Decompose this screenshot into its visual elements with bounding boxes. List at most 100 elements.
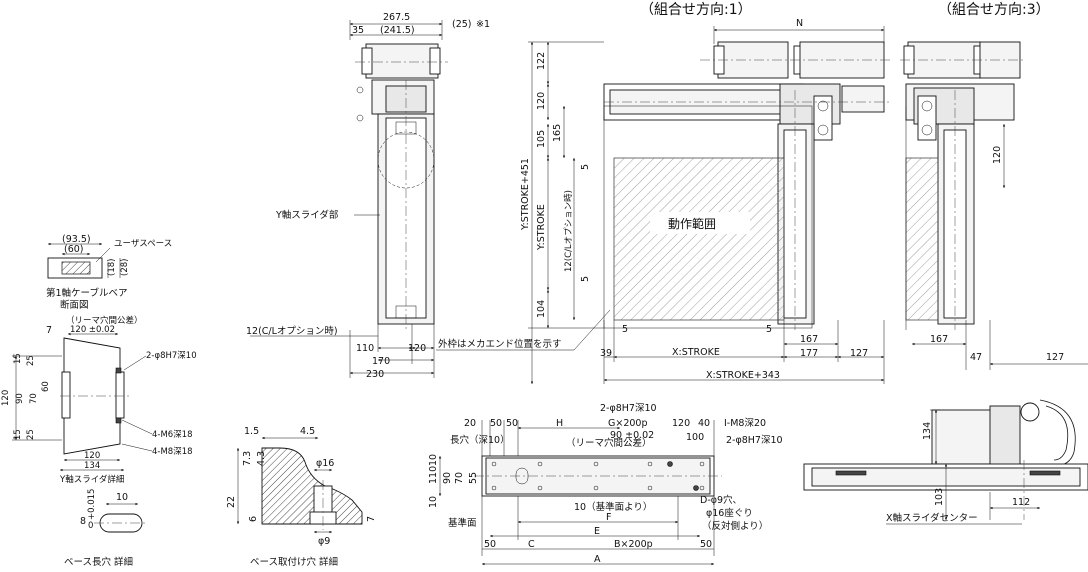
y-stroke-451: Y:STROKE+451: [520, 158, 531, 231]
plan-pin-top: 2-φ8H7深10: [600, 403, 657, 414]
y-stroke: Y:STROKE: [536, 204, 547, 251]
dim-122: 122: [536, 52, 547, 70]
base-mount-detail: 1.5 4.5 7.3 4.3 φ16 22 6 7 φ9 ベース取付け穴 詳細: [226, 426, 377, 568]
right-dim-127: 127: [1046, 352, 1064, 363]
plan-base-ref: 基準面: [448, 517, 477, 529]
y-slider-detail: （リーマ穴間公差） 7 120 ±0.02 15 25 120 90 70 60…: [1, 315, 197, 485]
dim-105: 105: [536, 130, 547, 148]
dim-120: 120: [408, 343, 426, 354]
end-dim-103: 103: [934, 488, 945, 506]
user-space-label: ユーザスペース: [114, 239, 172, 249]
motion-range-area: [613, 157, 785, 321]
ys-dim-120: 120: [1, 390, 11, 406]
mount-dim-22: 22: [226, 496, 237, 508]
plan-dim-50d: 50: [700, 539, 712, 550]
ys-dim-134: 134: [84, 461, 100, 471]
mount-dim-7: 7: [366, 516, 377, 522]
y-slider-part-label: Y軸スライダ部: [275, 209, 338, 221]
side-view: 267.5 (241.5) (25) ※1 35 110 120 170 230: [246, 12, 490, 380]
plan-B: B×200p: [614, 539, 653, 550]
dim-N: N: [796, 18, 803, 29]
plan-C: C: [528, 539, 535, 550]
plan-back: （反対側より）: [702, 520, 768, 532]
combo1-title: （組合せ方向:1）: [640, 2, 752, 18]
plan-dim-50c: 50: [484, 539, 496, 550]
ys-dim-25a: 25: [26, 355, 36, 366]
plan-dim-50b: 50: [506, 418, 518, 429]
cable-dim-93-5: (93.5): [62, 234, 91, 245]
ys-m6: 4-M6深18: [152, 430, 193, 440]
cable-title-1: 第1軸ケーブルベア: [46, 287, 127, 299]
ream-tol-label: （リーマ穴間公差）: [66, 315, 143, 326]
slot-tol0: 0: [88, 521, 93, 531]
dim-39: 39: [600, 348, 612, 359]
x-stroke: X:STROKE: [672, 347, 720, 358]
dim-5a: 5: [580, 164, 591, 170]
slot-tol: +0.015: [87, 489, 97, 520]
ys-dim-60: 60: [41, 381, 51, 392]
dim-5b: 5: [580, 276, 591, 282]
dim-167: 167: [800, 334, 818, 345]
dim-120-front: 120: [536, 92, 547, 110]
plan-hole-D: D-φ9穴、: [700, 494, 742, 506]
right-dim-167: 167: [930, 334, 948, 345]
plan-dim-10b: 10: [428, 496, 439, 508]
motion-range-label: 動作範囲: [668, 216, 716, 231]
right-dim-47: 47: [970, 352, 982, 363]
cl-option-label: 12(C/Lオプション時): [246, 326, 338, 337]
plan-dim-110: 110: [428, 466, 439, 484]
mount-dim-7-3: 7.3: [242, 451, 253, 466]
plan-dim-50a: 50: [490, 418, 502, 429]
slot-dim-10: 10: [116, 492, 128, 503]
dim-127: 127: [850, 348, 868, 359]
ys-m8: 4-M8深18: [152, 447, 193, 457]
mount-dim-4-3: 4.3: [256, 451, 267, 466]
mount-dim-4-5: 4.5: [300, 426, 315, 437]
mount-phi9: φ9: [318, 536, 330, 547]
plan-dim-90-tol: 90 ±0.02: [610, 430, 654, 441]
ys-dim-25b: 25: [26, 429, 36, 440]
dim-241-5: (241.5): [380, 25, 415, 36]
plan-dim-90: 90: [442, 472, 453, 484]
plan-dim-120: 120: [672, 418, 690, 429]
base-mount-title: ベース取付け穴 詳細: [250, 556, 338, 568]
right-dim-120: 120: [992, 146, 1003, 164]
plan-dim-40: 40: [698, 418, 710, 429]
dim-25: (25): [452, 19, 472, 30]
front-view: N 動作範囲 Y:STROKE+451 122 120 105 165 Y:ST…: [436, 18, 890, 384]
end-dim-134: 134: [922, 422, 933, 440]
dim-165: 165: [552, 124, 563, 142]
plan-slot-depth: 長穴（深10）: [450, 434, 510, 446]
ys-dim-7: 7: [46, 325, 52, 336]
dim-230: 230: [366, 369, 384, 380]
plan-ream-tol: （リーマ穴間公差）: [566, 437, 652, 449]
mount-phi16: φ16: [316, 458, 334, 469]
plan-dim-70: 70: [454, 472, 465, 484]
x-slider-center-label: X軸スライダセンター: [886, 512, 978, 524]
plan-pin-right: 2-φ8H7深10: [726, 435, 783, 446]
dim-170: 170: [372, 356, 390, 367]
dim-104: 104: [536, 300, 547, 318]
cable-section: (93.5) (60) ユーザスペース (18) (28) 第1軸ケーブルベア …: [46, 234, 172, 311]
y-slider-detail-title: Y軸スライダ詳細: [59, 474, 124, 485]
plan-dim-20: 20: [464, 418, 476, 429]
x-stroke-343: X:STROKE+343: [706, 370, 780, 381]
base-plan: 20 50 50 H 2-φ8H7深10 G×200p 120 40 I-M8深…: [428, 403, 783, 566]
right-view: 120 167 47 127: [900, 41, 1088, 370]
dim-110: 110: [356, 343, 374, 354]
cable-dim-60: (60): [64, 244, 84, 255]
dim-35: 35: [352, 25, 364, 36]
cable-dim-18: (18): [107, 259, 117, 276]
plan-A: A: [594, 554, 601, 565]
cable-title-2: 断面図: [60, 299, 89, 311]
dim-5c: 5: [622, 324, 628, 335]
plan-dim-100: 100: [686, 432, 704, 443]
plan-dim-55: 55: [468, 472, 479, 484]
end-dim-112: 112: [1012, 497, 1030, 508]
ys-dim-90: 90: [15, 393, 25, 404]
dim-177: 177: [800, 348, 818, 359]
ys-dim-70: 70: [29, 393, 39, 404]
slot-dim-8: 8: [80, 516, 86, 527]
end-view: 134 103 112 X軸スライダセンター: [803, 399, 1088, 525]
